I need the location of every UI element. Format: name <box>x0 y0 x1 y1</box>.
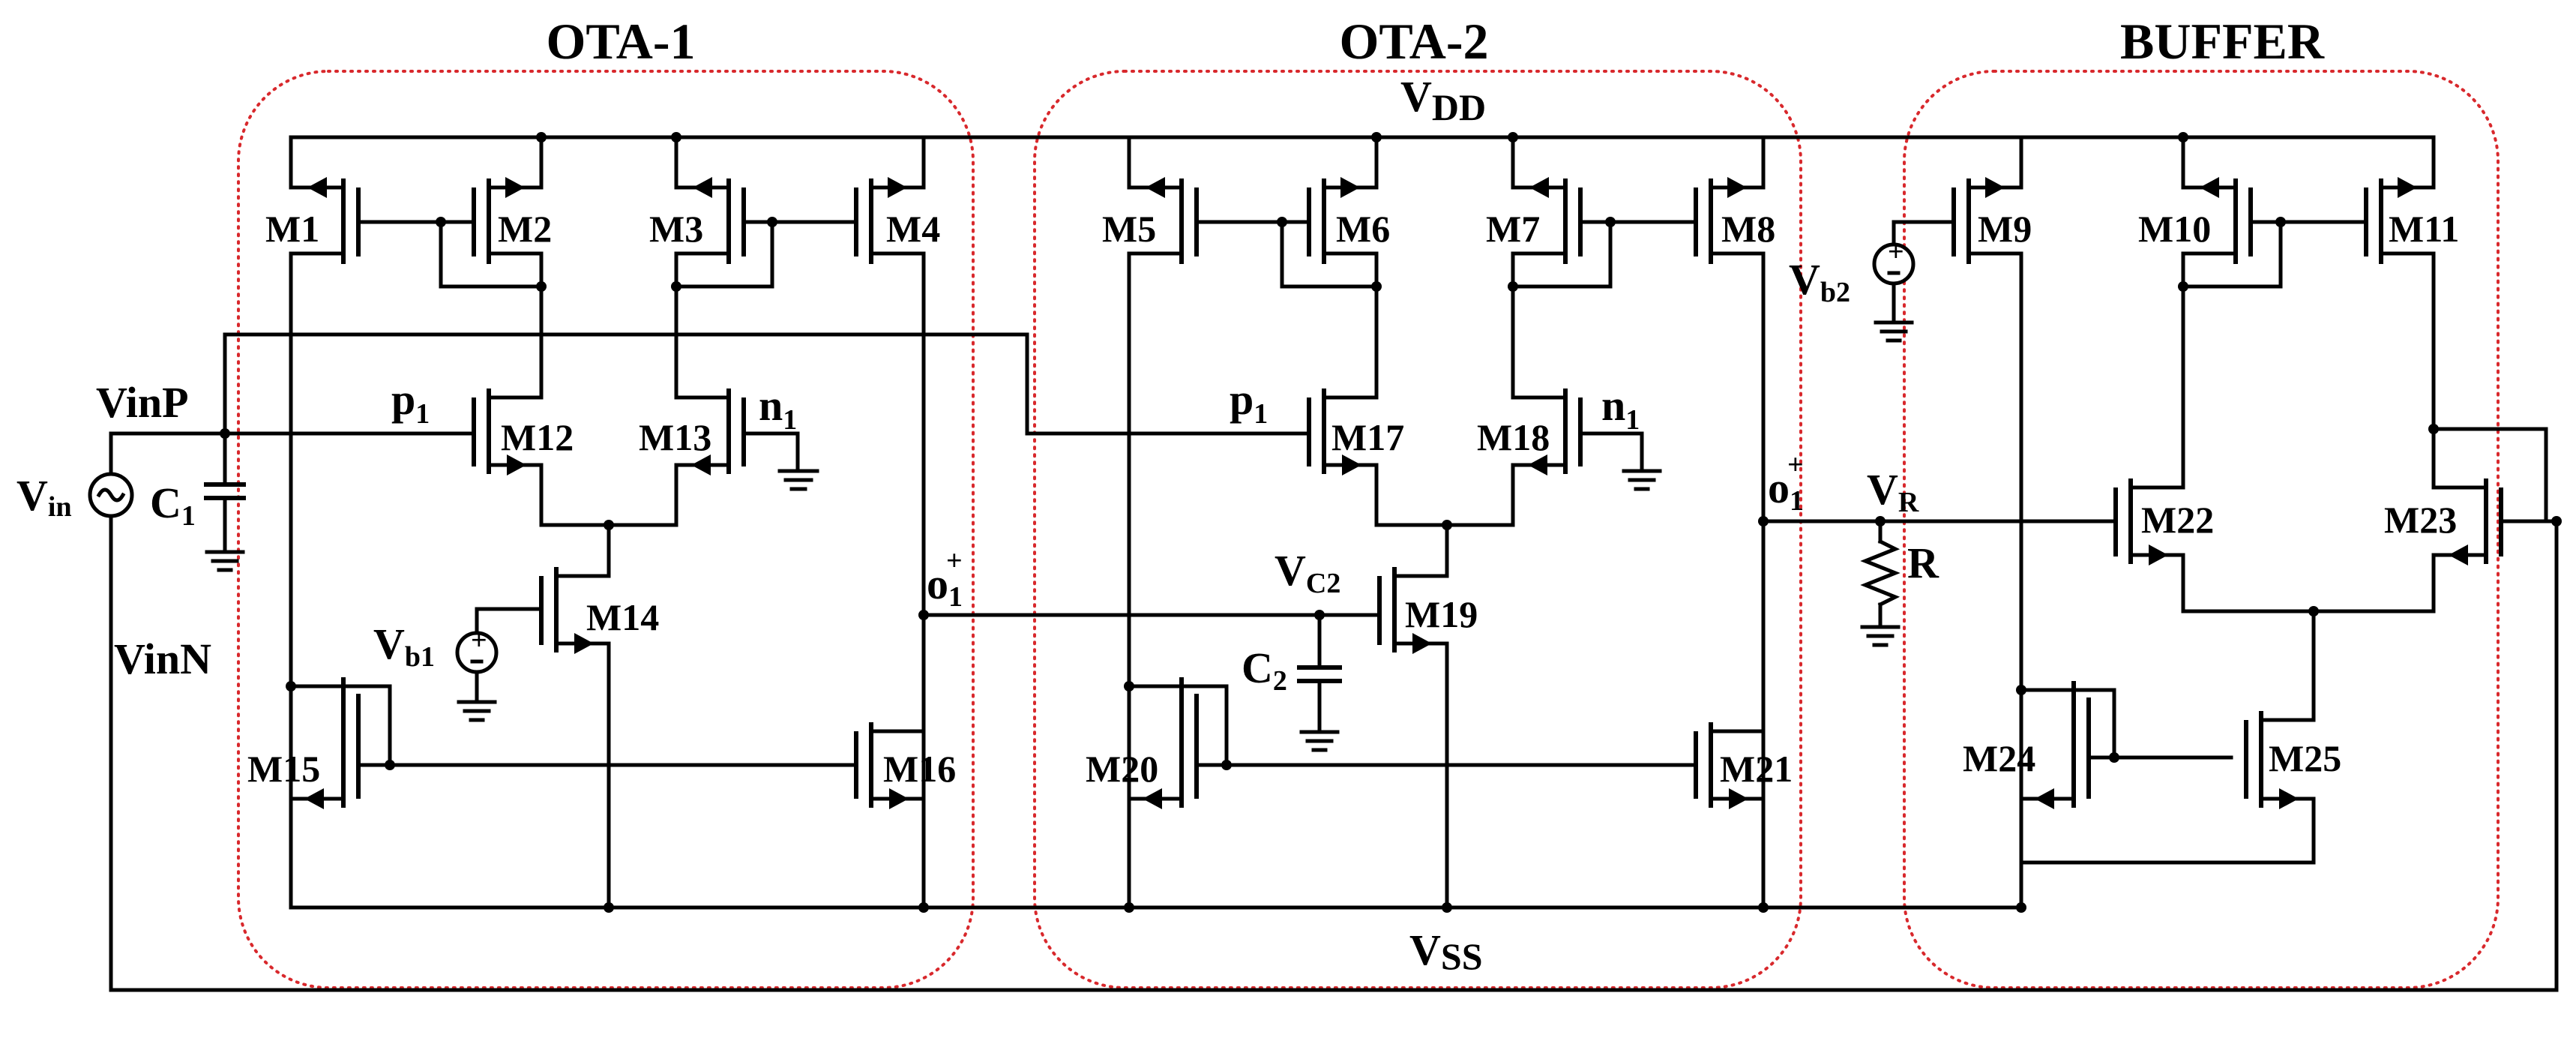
m20-transistor <box>1124 677 1698 809</box>
m1-label: M1 <box>265 208 319 250</box>
r-resistor <box>1860 516 1901 647</box>
vin-label: Vin <box>16 471 72 523</box>
m5-label: M5 <box>1102 208 1156 250</box>
ota1-title: OTA-1 <box>547 13 696 70</box>
m24-label: M24 <box>1963 737 2035 779</box>
m21-transistor <box>1694 722 1766 809</box>
m4-label: M4 <box>886 208 940 250</box>
m6-label: M6 <box>1336 208 1390 250</box>
m2-label: M2 <box>498 208 552 250</box>
m14-transistor <box>475 523 611 910</box>
m8-label: M8 <box>1721 208 1775 250</box>
m6-transistor <box>1277 135 1382 400</box>
m11-label: M11 <box>2389 208 2459 250</box>
m14-label: M14 <box>586 596 659 638</box>
ota1-block-outline <box>237 70 975 989</box>
c1-capacitor <box>204 431 246 572</box>
m15-transistor <box>286 677 858 809</box>
m22-transistor <box>1761 478 2436 614</box>
vinn-label: VinN <box>114 634 211 683</box>
m3-transistor <box>671 135 777 400</box>
m9-label: M9 <box>1978 208 2032 250</box>
c1-label: C1 <box>150 478 196 532</box>
m23-transistor <box>2428 424 2562 614</box>
vb1-label: Vb1 <box>373 620 435 673</box>
m18-label: M18 <box>1477 416 1550 458</box>
buffer-block-outline <box>1903 70 2500 989</box>
o1-right-label: o1+ <box>1768 449 1804 517</box>
buffer-title: BUFFER <box>2120 13 2325 70</box>
m12-label: M12 <box>501 416 574 458</box>
ota2-block-outline <box>1033 70 1802 989</box>
svg-text:+: + <box>471 625 487 656</box>
vb1-voltage-source: + <box>455 625 499 722</box>
c2-capacitor <box>1297 613 1342 752</box>
vin-ac-source <box>88 431 2559 992</box>
vinp-label: VinP <box>96 378 189 427</box>
m3-label: M3 <box>649 208 703 250</box>
n1-left-label: n1 <box>759 381 797 436</box>
m24-transistor <box>2016 681 2233 809</box>
vb2-label: Vb2 <box>1789 255 1850 308</box>
m13-label: M13 <box>639 416 711 458</box>
vinp-net <box>109 332 1029 439</box>
m8-transistor <box>1608 135 1766 910</box>
m2-transistor <box>436 135 547 400</box>
m22-label: M22 <box>2141 499 2214 541</box>
m18-transistor <box>1445 388 1662 527</box>
m15-label: M15 <box>247 748 320 790</box>
m25-label: M25 <box>2269 737 2341 779</box>
m19-label: M19 <box>1405 593 1478 635</box>
ota2-title: OTA-2 <box>1340 13 1489 70</box>
m12-transistor <box>223 388 611 527</box>
p1-right-label: p1 <box>1230 375 1268 430</box>
p1-left-label: p1 <box>391 375 430 430</box>
m10-transistor <box>2178 135 2286 490</box>
vc2-label: VC2 <box>1275 546 1340 599</box>
m13-transistor <box>607 388 819 527</box>
m23-label: M23 <box>2384 499 2457 541</box>
m4-transistor <box>770 135 926 910</box>
m7-transistor <box>1508 135 1616 400</box>
m5-transistor <box>1127 135 1284 910</box>
n1-right-label: n1 <box>1601 381 1640 436</box>
m11-transistor <box>2278 135 2436 490</box>
m20-label: M20 <box>1086 748 1158 790</box>
vss-label: VSS <box>1409 926 1483 977</box>
m17-transistor <box>1025 388 1449 527</box>
m10-label: M10 <box>2138 208 2211 250</box>
vdd-label: VDD <box>1400 72 1486 128</box>
m16-transistor <box>854 722 926 809</box>
m16-label: M16 <box>883 748 956 790</box>
vb2-voltage-source: + <box>1872 236 1916 343</box>
r-label: R <box>1907 538 1939 587</box>
vr-label: VR <box>1867 465 1919 518</box>
m21-label: M21 <box>1720 748 1793 790</box>
m17-label: M17 <box>1331 416 1404 458</box>
m1-transistor <box>289 135 443 910</box>
m7-label: M7 <box>1486 208 1540 250</box>
m19-transistor <box>921 523 1449 910</box>
svg-text:+: + <box>1888 236 1904 268</box>
o1-left-label: o1+ <box>927 545 963 613</box>
c2-label: C2 <box>1242 644 1287 697</box>
m25-transistor <box>2019 711 2316 865</box>
